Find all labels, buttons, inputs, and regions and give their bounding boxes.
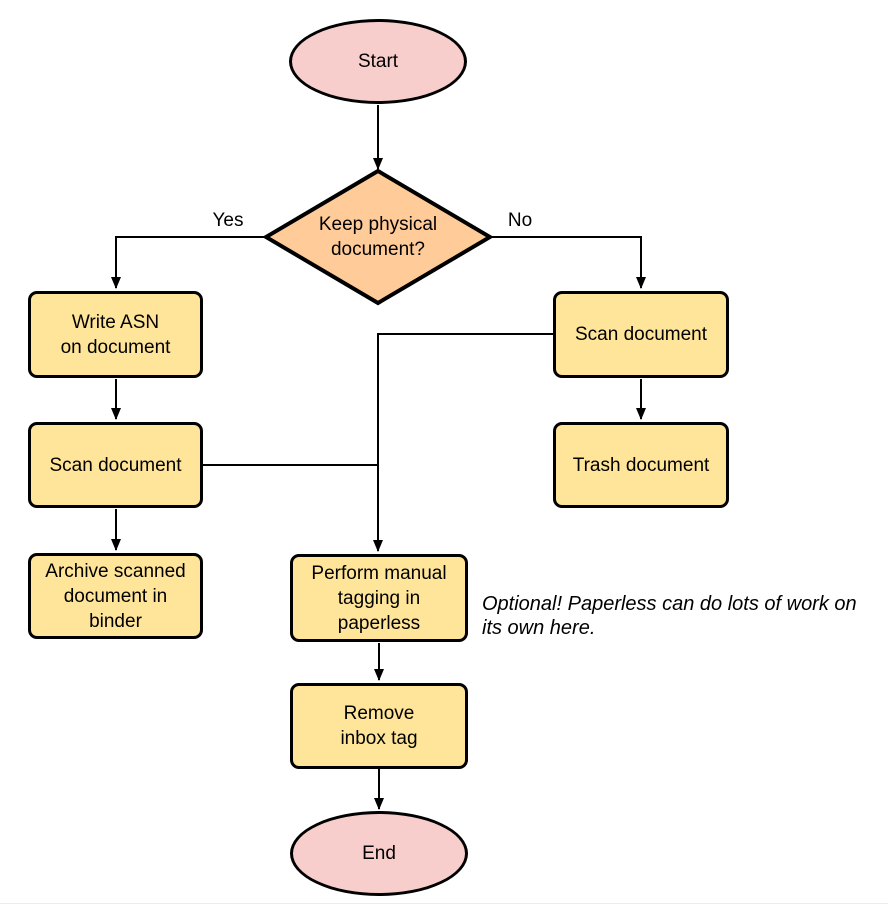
node-write-asn-label: Write ASN on document [60,311,171,358]
decision-diamond-shape [263,168,493,306]
node-remove-inbox-tag: Remove inbox tag [290,683,468,769]
node-start: Start [289,19,467,104]
node-manual-tagging-label: Perform manual tagging in paperless [311,562,447,634]
node-end-label: End [362,843,396,864]
connector-decision-yes-to-write-asn [111,236,266,289]
edge-label-yes: Yes [212,210,244,231]
node-remove-inbox-tag-label: Remove inbox tag [340,703,418,749]
edge-label-no: No [507,210,533,231]
connector-decision-no-to-scan-right [490,236,646,289]
node-trash-document-label: Trash document [572,454,710,476]
node-scan-document-left-label: Scan document [49,454,182,476]
node-archive-binder: Archive scanned document in binder [28,553,203,639]
node-end: End [290,811,468,896]
annotation-optional-note: Optional! Paperless can do lots of work … [482,593,857,639]
node-start-label: Start [357,51,399,72]
node-scan-document-left: Scan document [28,422,203,508]
node-write-asn: Write ASN on document [28,291,203,378]
node-scan-document-right-label: Scan document [574,324,708,345]
node-scan-document-right: Scan document [553,291,729,378]
node-trash-document: Trash document [553,422,729,508]
connector-scan-right-to-tagging [373,333,553,552]
node-decision-label: Keep physical document? [318,214,438,260]
node-manual-tagging: Perform manual tagging in paperless [290,554,468,642]
bottom-divider [0,903,888,904]
node-archive-binder-label: Archive scanned document in binder [45,560,186,632]
node-decision: Keep physical document? [263,168,493,306]
